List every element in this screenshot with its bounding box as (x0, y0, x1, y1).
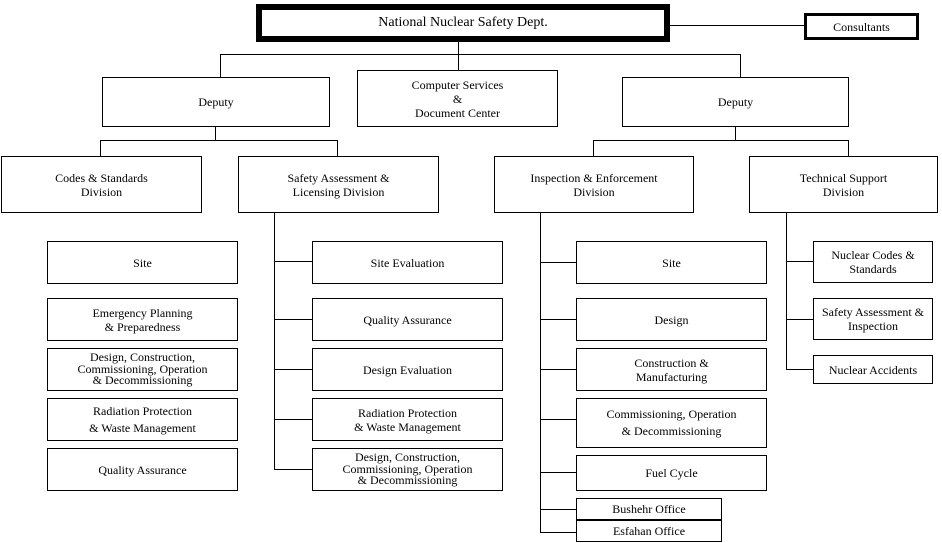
connector (458, 40, 459, 70)
connector (274, 369, 312, 370)
inspection-item-box: Construction & Manufacturing (576, 348, 767, 391)
deputy-left-box: Deputy (102, 77, 330, 127)
safety-item-box: Radiation Protection & Waste Management (312, 398, 503, 441)
safety-item-box: Design, Construction, Commissioning, Ope… (312, 448, 503, 491)
connector (740, 54, 741, 77)
safety-item-box: Quality Assurance (312, 298, 503, 341)
connector (274, 419, 312, 420)
connector (100, 140, 337, 141)
connector (540, 369, 576, 370)
codes-item-box: Site (47, 241, 238, 284)
safety-assessment-division-box: Safety Assessment & Licensing Division (238, 156, 439, 213)
inspection-item-box: Site (576, 241, 767, 284)
inspection-item-box: Design (576, 298, 767, 341)
technical-item-box: Safety Assessment & Inspection (813, 298, 933, 340)
connector (540, 319, 576, 320)
codes-item-box: Radiation Protection & Waste Management (47, 398, 238, 441)
safety-item-box: Site Evaluation (312, 241, 503, 284)
connector (274, 469, 312, 470)
connector (100, 140, 101, 156)
inspection-division-box: Inspection & Enforcement Division (494, 156, 694, 213)
computer-services-box: Computer Services & Document Center (357, 70, 558, 127)
connector (540, 212, 541, 533)
connector (786, 261, 813, 262)
connector (786, 369, 813, 370)
connector (786, 212, 787, 369)
technical-item-box: Nuclear Accidents (813, 355, 933, 384)
codes-item-box: Quality Assurance (47, 448, 238, 491)
codes-item-box: Emergency Planning & Preparedness (47, 298, 238, 341)
codes-item-box: Design, Construction, Commissioning, Ope… (47, 348, 238, 391)
codes-standards-division-box: Codes & Standards Division (1, 156, 202, 213)
technical-support-division-box: Technical Support Division (749, 156, 938, 213)
connector (220, 54, 740, 55)
deputy-right-box: Deputy (622, 77, 849, 127)
connector (593, 140, 594, 156)
technical-item-box: Nuclear Codes & Standards (813, 241, 933, 283)
connector (540, 472, 576, 473)
connector (848, 140, 849, 156)
consultants-box: Consultants (804, 13, 919, 40)
connector (274, 212, 275, 469)
connector (735, 126, 736, 140)
inspection-item-box: Fuel Cycle (576, 455, 767, 491)
connector (663, 25, 805, 26)
esfahan-office-box: Esfahan Office (576, 520, 722, 542)
connector (540, 532, 576, 533)
connector (786, 319, 813, 320)
connector (540, 509, 576, 510)
connector (215, 126, 216, 140)
connector (593, 140, 848, 141)
connector (337, 140, 338, 156)
bushehr-office-box: Bushehr Office (576, 498, 722, 520)
connector (540, 262, 576, 263)
connector (274, 261, 312, 262)
inspection-item-box: Commissioning, Operation & Decommissioni… (576, 398, 767, 448)
connector (220, 54, 221, 77)
connector (274, 319, 312, 320)
top-department-box: National Nuclear Safety Dept. (256, 4, 670, 42)
connector (540, 419, 576, 420)
safety-item-box: Design Evaluation (312, 348, 503, 391)
